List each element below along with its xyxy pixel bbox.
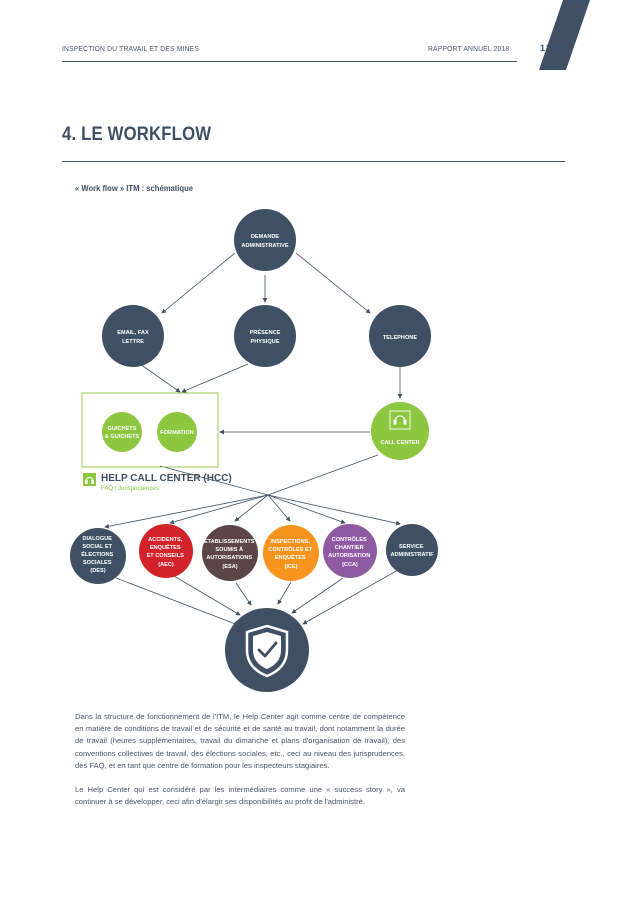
headset-icon — [393, 415, 407, 425]
body-paragraph: Le Help Center qui est considéré par les… — [75, 785, 405, 807]
hcc-title: HELP CALL CENTER (HCC) — [101, 473, 232, 484]
header-stripe — [539, 0, 590, 70]
node-dialogue-social: DIALOGUE SOCIAL ET ÉLECTIONS SOCIALES (D… — [70, 528, 126, 584]
title-rule — [62, 161, 565, 162]
node-accidents: ACCIDENTS, ENQUÊTES ET CONSEILS (AEC) — [139, 524, 193, 578]
svg-text:TELEPHONE: TELEPHONE — [383, 335, 417, 341]
section-title: 4. LE WORKFLOW — [62, 124, 212, 145]
headset-icon — [85, 477, 95, 484]
hcc-legend: HELP CALL CENTER (HCC) FAQ / Jurispruden… — [83, 473, 232, 492]
node-guichets: GUICHETS& GUICHETS — [102, 412, 142, 452]
svg-text:SERVICE ADMINISTRATIF: SERVICE ADMINISTRATIF — [390, 544, 434, 558]
connector-arrows — [104, 252, 403, 626]
node-formation: FORMATION — [157, 412, 197, 452]
node-outcome-shield — [225, 608, 309, 692]
node-call-center: CALL CENTER — [371, 402, 429, 460]
diagram-subtitle: « Work flow » ITM : schématique — [75, 183, 194, 193]
svg-text:ACCIDENTS, ENQUÊTES: ACCIDENTS, ENQUÊTES ET CONSEILS (AEC) — [147, 537, 186, 568]
page-number: 13 — [540, 43, 553, 53]
node-controles-chantier: CONTRÔLES CHANTIER AUTORISATION (CCA) — [323, 524, 377, 578]
node-service-administratif: SERVICE ADMINISTRATIF — [386, 524, 438, 576]
svg-text:ÉTABLISSEMENTS SOUMIS: ÉTABLISSEMENTS SOUMIS À AUTORISATIONS (E… — [204, 537, 256, 570]
node-telephone: TELEPHONE — [369, 305, 431, 367]
svg-text:CALL CENTER: CALL CENTER — [380, 440, 419, 446]
svg-text:INSPECTIONS, CONTRÔLES: INSPECTIONS, CONTRÔLES ET ENQUÊTES (ICE) — [268, 539, 313, 570]
svg-text:FORMATION: FORMATION — [160, 430, 193, 436]
help-call-center-box: GUICHETS& GUICHETS FORMATION — [81, 392, 219, 468]
body-paragraph: Dans la structure de fonctionnement de l… — [75, 712, 405, 770]
header-rule — [62, 61, 517, 62]
hcc-subtitle: FAQ / Jurisprudences — [101, 486, 159, 492]
shield-check-icon — [245, 624, 289, 678]
header-publisher: INSPECTION DU TRAVAIL ET DES MINES — [62, 44, 200, 53]
node-inspections: INSPECTIONS, CONTRÔLES ET ENQUÊTES (ICE) — [263, 525, 319, 581]
svg-text:CONTRÔLES CHANTIER: CONTRÔLES CHANTIER AUTORISATION (CCA) — [328, 535, 372, 568]
header-report-title: RAPPORT ANNUEL 2018 — [428, 44, 510, 53]
node-etablissements: ÉTABLISSEMENTS SOUMIS À AUTORISATIONS (E… — [202, 525, 258, 581]
svg-text:DIALOGUE SOCIAL ET: DIALOGUE SOCIAL ET ÉLECTIONS SOCIALES (D… — [81, 536, 115, 574]
svg-text:GUICHETS& GUICHETS: GUICHETS& GUICHETS — [105, 426, 140, 440]
body-text: Dans la structure de fonctionnement de l… — [75, 711, 405, 820]
